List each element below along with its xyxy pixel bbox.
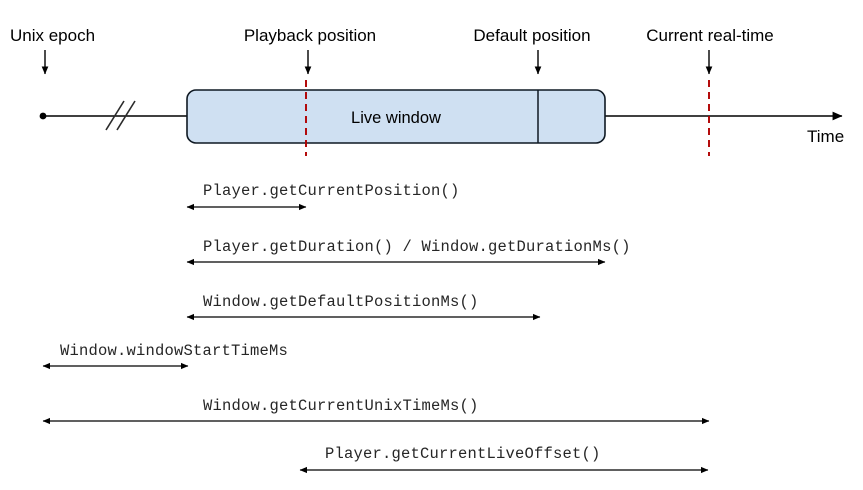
time-axis-label: Time [807, 127, 844, 146]
measurement-label-get-duration: Player.getDuration() / Window.getDuratio… [203, 238, 631, 256]
measurement-get-current-unix-time-ms: Window.getCurrentUnixTimeMs() [42, 397, 710, 425]
measurement-label-get-current-position: Player.getCurrentPosition() [203, 182, 460, 200]
live-window-group[interactable]: Live window [186, 89, 606, 144]
axis-break-icon [105, 100, 136, 131]
marker-label-current-real-time: Current real-time [646, 26, 774, 45]
measurement-label-get-default-position-ms: Window.getDefaultPositionMs() [203, 293, 479, 311]
measurement-label-window-start-time-ms: Window.windowStartTimeMs [60, 342, 288, 360]
marker-label-playback-position: Playback position [244, 26, 376, 45]
marker-labels-group: Unix epoch Playback position Default pos… [10, 26, 774, 45]
live-window-label: Live window [351, 109, 441, 127]
dashed-markers-group [305, 80, 710, 156]
marker-pointer-arrows-group [41, 50, 713, 75]
measurement-get-duration: Player.getDuration() / Window.getDuratio… [186, 238, 631, 266]
measurement-label-get-current-live-offset: Player.getCurrentLiveOffset() [325, 445, 601, 463]
marker-label-unix-epoch: Unix epoch [10, 26, 95, 45]
measurement-get-current-position: Player.getCurrentPosition() [186, 182, 460, 211]
measurement-label-get-current-unix-time-ms: Window.getCurrentUnixTimeMs() [203, 397, 479, 415]
unix-epoch-dot [39, 112, 47, 120]
measurement-get-default-position-ms: Window.getDefaultPositionMs() [186, 293, 541, 321]
marker-label-default-position: Default position [473, 26, 590, 45]
measurement-window-start-time-ms: Window.windowStartTimeMs [42, 342, 288, 370]
measurement-get-current-live-offset: Player.getCurrentLiveOffset() [299, 445, 709, 474]
time-axis-group: Time [39, 100, 844, 146]
live-window-box[interactable] [186, 89, 606, 144]
